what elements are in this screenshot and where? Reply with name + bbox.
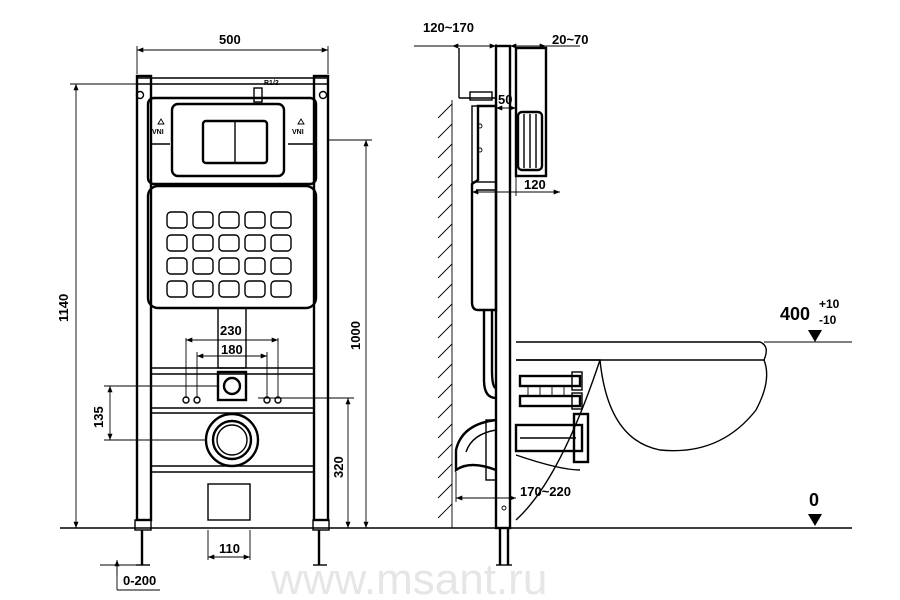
water-inlet-icon: [222, 376, 242, 396]
side-dimensions: 120~170 20~70 50 120 170~220 400 +10 -10…: [414, 20, 852, 526]
wall-hung-toilet: [514, 341, 768, 521]
front-view: R1/2 VNI VNI: [134, 74, 330, 566]
dimension-spacing-180: 180: [221, 342, 243, 357]
side-view: [437, 44, 768, 566]
marking-left: VNI: [152, 129, 164, 136]
tank-ribbing-grid: [166, 211, 292, 298]
mounting-hole-icon: [318, 90, 328, 100]
dimension-width-110: 110: [219, 541, 240, 556]
tolerance-minus: -10: [819, 313, 837, 327]
dimension-gap-50: 50: [498, 92, 512, 107]
dimension-height-135: 135: [91, 406, 106, 428]
dimension-plate-120: 120: [524, 177, 546, 192]
pipe-size-label: R1/2: [264, 80, 279, 87]
watermark: www.msant.ru: [270, 555, 547, 600]
dimension-spacing-230: 230: [220, 323, 242, 338]
floor-level-0: 0: [809, 490, 819, 510]
wall-hatching: [437, 100, 453, 528]
tolerance-plus: +10: [819, 297, 840, 311]
dimension-projection-170-220: 170~220: [520, 484, 571, 499]
dimension-height-320: 320: [331, 456, 346, 478]
dimension-depth-20-70: 20~70: [552, 32, 589, 47]
dimension-height-1000: 1000: [348, 321, 363, 350]
flush-plate-frame: [170, 102, 286, 178]
dimension-seat-height-400: 400: [780, 304, 810, 324]
dimension-height-1140: 1140: [56, 294, 71, 322]
dimension-width-500: 500: [219, 32, 241, 47]
dimension-wall-120-170: 120~170: [423, 20, 474, 35]
side-frame-column: [494, 44, 512, 530]
dimension-adjust-0-200: 0-200: [123, 573, 156, 588]
front-dimensions: 500 1140 1000 230 180 135 320 110: [56, 32, 372, 591]
floor-level-marker-icon: [808, 514, 822, 526]
marking-right: VNI: [292, 129, 304, 136]
mounting-hole-icon: [135, 90, 145, 100]
level-marker-icon: [808, 330, 822, 342]
